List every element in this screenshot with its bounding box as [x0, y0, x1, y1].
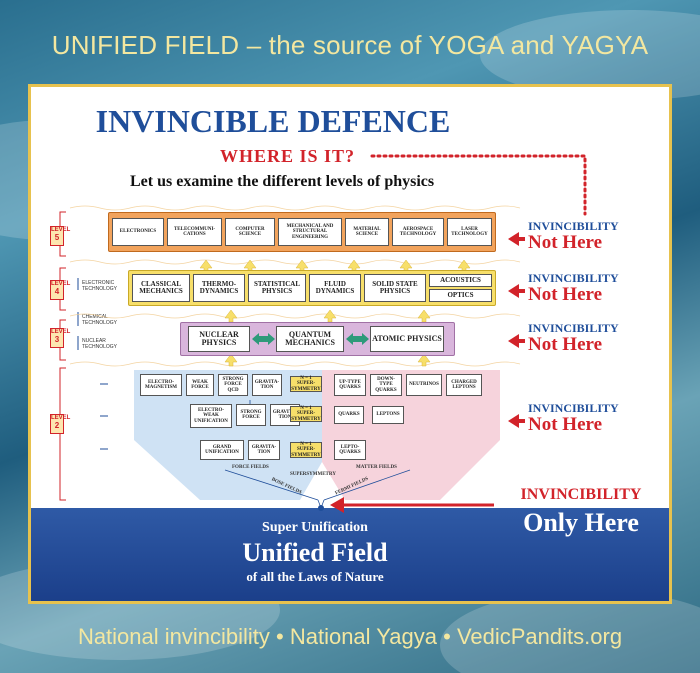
level-4-item: ACOUSTICS: [429, 274, 492, 287]
red-arrow-bar: [517, 419, 525, 423]
poster-title: INVINCIBLE DEFENCE: [95, 103, 451, 139]
invincibility-label: INVINCIBILITY: [528, 321, 619, 335]
level-4-item: THERMO- DYNAMICS: [193, 274, 245, 302]
not-here-label: Not Here: [528, 232, 603, 253]
nuclear-technology-label: NUCLEAR TECHNOLOGY: [82, 338, 118, 350]
force-field-item: ELECTRO- WEAK UNIFICATION: [190, 404, 232, 428]
matter-field-item: CHARGED LEPTONS: [446, 374, 482, 396]
level-word: LEVEL: [51, 227, 71, 233]
chemical-technology-label: CHEMICAL TECHNOLOGY: [82, 314, 118, 326]
supersymmetry-label: SUPERSYMMETRY: [290, 472, 336, 477]
force-field-item: GRAVITA- TION: [252, 374, 282, 396]
level-3-item: ATOMIC PHYSICS: [370, 326, 444, 352]
level-3-item: QUANTUM MECHANICS: [276, 326, 344, 352]
invincibility-label: INVINCIBILITY: [528, 401, 619, 415]
not-here-label: Not Here: [528, 334, 603, 355]
level-5-item: MATERIAL SCIENCE: [345, 218, 389, 246]
level-5-item: MECHANICAL AND STRUCTURAL ENGINEERING: [278, 218, 342, 246]
not-here-label: Not Here: [528, 414, 603, 435]
matter-field-item: LEPTONS: [372, 406, 404, 424]
level-4-item: OPTICS: [429, 289, 492, 302]
force-field-item: WEAK FORCE: [186, 374, 214, 396]
matter-field-item: LEPTO- QUARKS: [334, 440, 366, 460]
level-5-item: TELECOMMUNI- CATIONS: [167, 218, 222, 246]
red-arrow-icon: [508, 334, 519, 348]
level-3-item: NUCLEAR PHYSICS: [188, 326, 250, 352]
level-number: 3: [54, 335, 60, 344]
electronic-technology-label: ELECTRONIC TECHNOLOGY: [82, 280, 118, 292]
supersymmetry-item: N = 1 SUPER- SYMMETRY: [290, 406, 322, 422]
force-field-item: ELECTRO- MAGNETISM: [140, 374, 182, 396]
level-word: LEVEL: [51, 281, 71, 287]
red-arrow-bar: [517, 237, 525, 241]
poster-subtitle: Let us examine the different levels of p…: [130, 173, 435, 190]
matter-field-item: QUARKS: [334, 406, 364, 424]
level-word: LEVEL: [51, 415, 71, 421]
super-unification-label: Super Unification: [262, 520, 368, 535]
force-field-item: GRAVITA- TION: [248, 440, 280, 460]
unified-field-title: Unified Field: [242, 538, 388, 567]
invincibility-label: INVINCIBILITY: [528, 271, 619, 285]
level-number: 5: [54, 233, 60, 242]
only-here-label: Only Here: [523, 508, 639, 537]
red-arrow-bar: [517, 339, 525, 343]
level-4-item: CLASSICAL MECHANICS: [132, 274, 190, 302]
level-4-item: FLUID DYNAMICS: [309, 274, 361, 302]
matter-field-item: UP-TYPE QUARKS: [334, 374, 366, 396]
level-number: 4: [54, 287, 60, 296]
force-field-item: GRAND UNIFICATION: [200, 440, 244, 460]
matter-fields-label: MATTER FIELDS: [356, 465, 397, 470]
force-field-item: STRONG FORCE: [236, 404, 266, 426]
level-5-item: AEROSPACE TECHNOLOGY: [392, 218, 444, 246]
matter-field-item: NEUTRINOS: [406, 374, 442, 396]
matter-field-item: DOWN- TYPE QUARKS: [370, 374, 402, 396]
red-arrow-bar: [517, 289, 525, 293]
unified-field-band: [31, 508, 669, 601]
footer-text: National invincibility • National Yagya …: [77, 624, 623, 649]
supersymmetry-item: N = 1 SUPER- SYMMETRY: [290, 442, 322, 458]
level-number: 2: [54, 421, 60, 430]
red-arrow-icon: [508, 414, 519, 428]
where-question: WHERE IS IT?: [220, 146, 356, 166]
force-fields-label: FORCE FIELDS: [232, 465, 269, 470]
red-arrow-icon: [508, 284, 519, 298]
level-5-item: LASER TECHNOLOGY: [447, 218, 492, 246]
red-arrow-icon: [508, 232, 519, 246]
only-invincibility-label: INVINCIBILITY: [520, 486, 642, 503]
level-4-item: SOLID STATE PHYSICS: [364, 274, 426, 302]
laws-of-nature-label: of all the Laws of Nature: [246, 569, 384, 584]
supersymmetry-item: N = 1 SUPER- SYMMETRY: [290, 376, 322, 392]
not-here-label: Not Here: [528, 284, 603, 305]
header-title: UNIFIED FIELD – the source of YOGA and Y…: [51, 30, 649, 60]
level-word: LEVEL: [51, 329, 71, 335]
invincibility-label: INVINCIBILITY: [528, 219, 619, 233]
level-5-item: COMPUTER SCIENCE: [225, 218, 275, 246]
level-4-item: STATISTICAL PHYSICS: [248, 274, 306, 302]
force-field-item: STRONG FORCE QCD: [218, 374, 248, 396]
level-5-item: ELECTRONICS: [112, 218, 164, 246]
